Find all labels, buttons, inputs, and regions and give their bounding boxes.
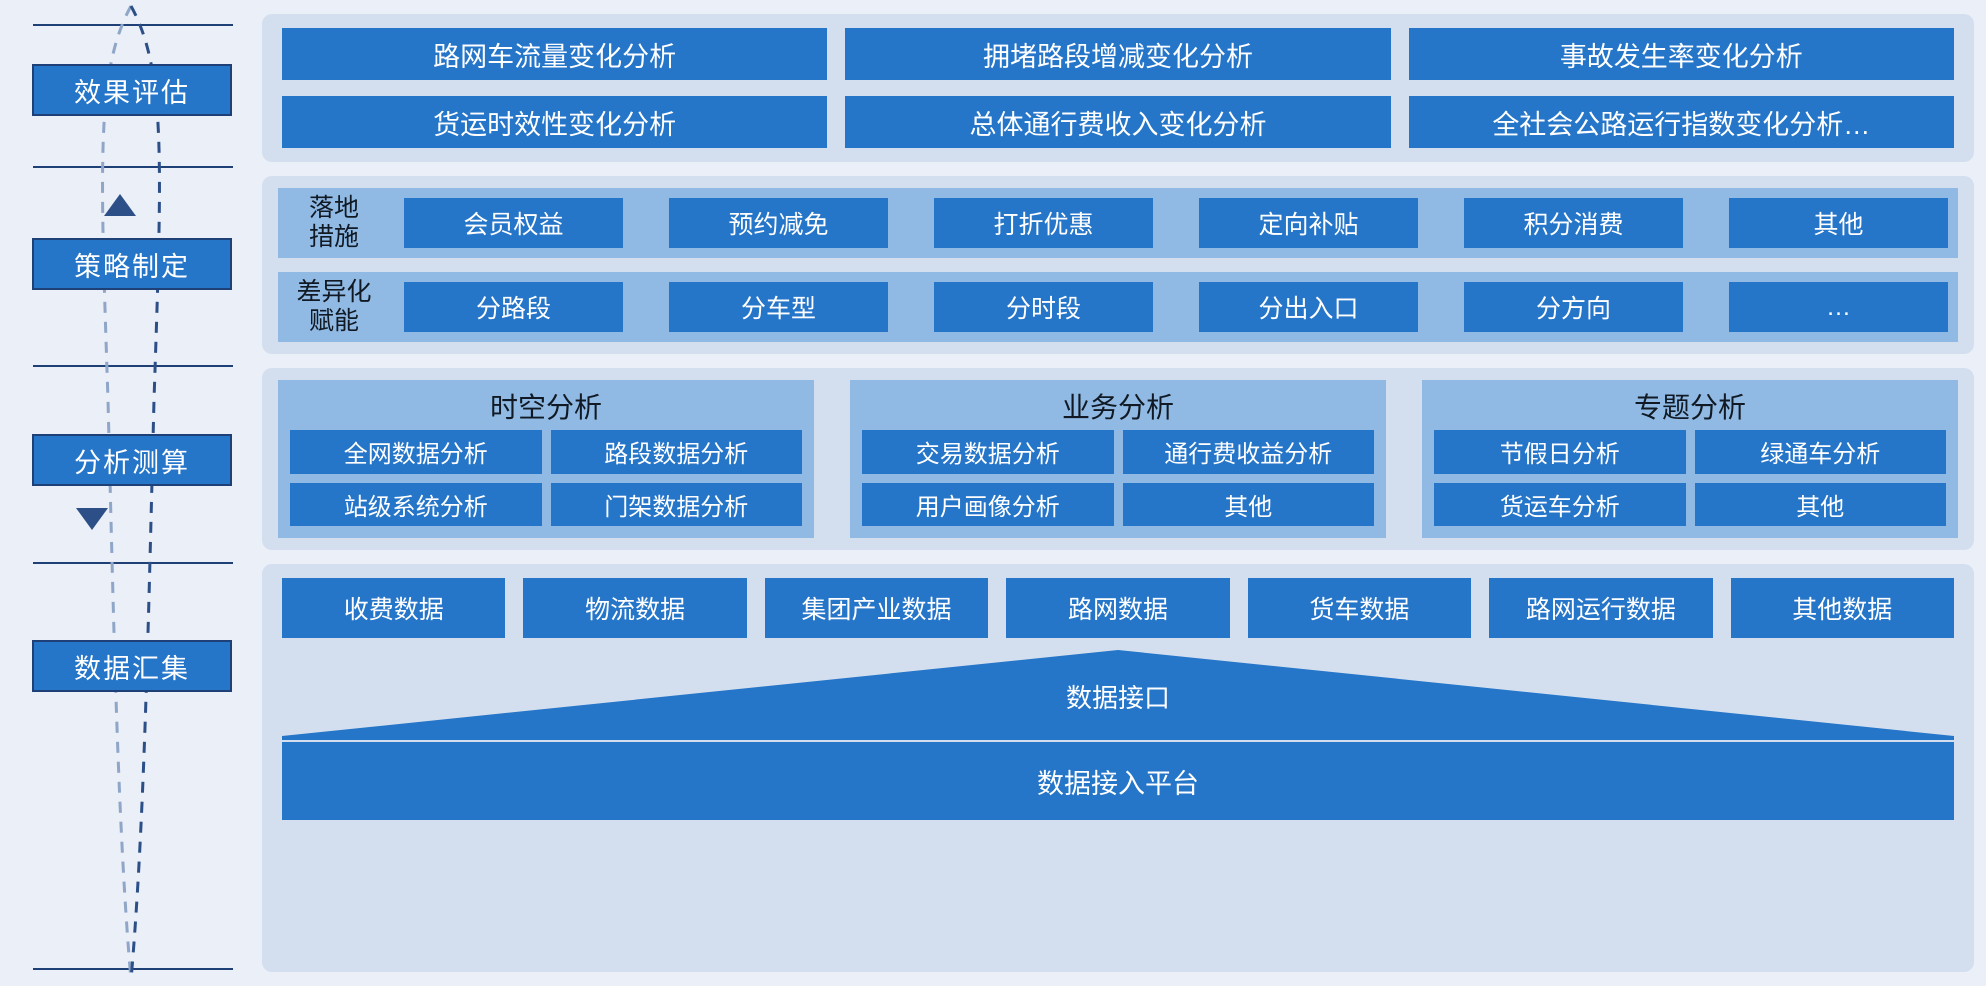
analysis-item[interactable]: 通行费收益分析: [1122, 430, 1374, 474]
data-source-item[interactable]: 其他数据: [1730, 578, 1954, 638]
effect-item[interactable]: 事故发生率变化分析: [1408, 28, 1954, 80]
arrow-up-icon: [104, 194, 136, 216]
analysis-item[interactable]: 其他: [1122, 482, 1374, 526]
rail-separator-top: [33, 24, 233, 26]
data-platform-label: 数据接入平台: [1037, 768, 1199, 799]
panel-strategy-making: 落地 措施 会员权益 预约减免 打折优惠 定向补贴 积分消费 其他 差异化 赋能…: [262, 176, 1974, 354]
stage-rail: 效果评估 策略制定 分析测算 数据汇集: [0, 0, 262, 986]
strategy-item[interactable]: 定向补贴: [1199, 198, 1418, 248]
analysis-card-spatiotemporal: 时空分析 全网数据分析 路段数据分析 站级系统分析 门架数据分析: [278, 380, 814, 538]
strategy-row-label: 落地 措施: [308, 194, 359, 251]
stage-effect-evaluation[interactable]: 效果评估: [32, 64, 232, 116]
strategy-item[interactable]: …: [1729, 282, 1948, 332]
strategy-item[interactable]: 其他: [1729, 198, 1948, 248]
analysis-item[interactable]: 路段数据分析: [550, 430, 802, 474]
data-source-item[interactable]: 收费数据: [282, 578, 506, 638]
stage-analysis-calculation[interactable]: 分析测算: [32, 434, 232, 486]
strategy-item[interactable]: 会员权益: [404, 198, 623, 248]
analysis-item[interactable]: 节假日分析: [1434, 430, 1686, 474]
strategy-item[interactable]: 积分消费: [1464, 198, 1683, 248]
data-platform-bar[interactable]: 数据接入平台: [282, 742, 1954, 820]
rail-separator-2: [33, 365, 233, 367]
analysis-card-business: 业务分析 交易数据分析 通行费收益分析 用户画像分析 其他: [850, 380, 1386, 538]
arrow-down-icon: [76, 508, 108, 530]
analysis-item[interactable]: 货运车分析: [1434, 482, 1686, 526]
data-source-item[interactable]: 路网数据: [1006, 578, 1230, 638]
stage-label: 策略制定: [74, 251, 190, 282]
strategy-item[interactable]: 分时段: [934, 282, 1153, 332]
data-source-item[interactable]: 集团产业数据: [764, 578, 989, 638]
effect-item[interactable]: 全社会公路运行指数变化分析…: [1408, 96, 1954, 148]
analysis-card-title: 时空分析: [489, 392, 602, 423]
strategy-item[interactable]: 分路段: [404, 282, 623, 332]
analysis-item[interactable]: 门架数据分析: [550, 482, 802, 526]
strategy-item[interactable]: 分方向: [1464, 282, 1683, 332]
strategy-item[interactable]: 分出入口: [1199, 282, 1418, 332]
strategy-item[interactable]: 打折优惠: [934, 198, 1153, 248]
data-source-item[interactable]: 物流数据: [523, 578, 747, 638]
panel-effect-evaluation: 路网车流量变化分析 拥堵路段增减变化分析 事故发生率变化分析 货运时效性变化分析…: [262, 14, 1974, 162]
stage-strategy-making[interactable]: 策略制定: [32, 238, 232, 290]
panel-analysis-calculation: 时空分析 全网数据分析 路段数据分析 站级系统分析 门架数据分析 业务分析 交易…: [262, 368, 1974, 550]
architecture-panels: 路网车流量变化分析 拥堵路段增减变化分析 事故发生率变化分析 货运时效性变化分析…: [262, 0, 1986, 986]
analysis-card-title: 业务分析: [1061, 392, 1174, 423]
effect-item[interactable]: 货运时效性变化分析: [282, 96, 828, 148]
strategy-item[interactable]: 预约减免: [669, 198, 888, 248]
stage-label: 数据汇集: [74, 653, 190, 684]
panel-data-aggregation: 收费数据 物流数据 集团产业数据 路网数据 货车数据 路网运行数据 其他数据 数…: [262, 564, 1974, 972]
analysis-card-thematic: 专题分析 节假日分析 绿通车分析 货运车分析 其他: [1422, 380, 1958, 538]
analysis-item[interactable]: 其他: [1694, 482, 1946, 526]
stage-label: 分析测算: [74, 447, 190, 478]
analysis-item[interactable]: 站级系统分析: [290, 482, 542, 526]
rail-separator-3: [33, 562, 233, 564]
analysis-item[interactable]: 用户画像分析: [862, 482, 1114, 526]
data-interface-funnel[interactable]: 数据接口: [282, 650, 1954, 740]
analysis-card-title: 专题分析: [1633, 392, 1746, 423]
cycle-dashed-loop: [101, 5, 161, 981]
analysis-item[interactable]: 绿通车分析: [1694, 430, 1946, 474]
effect-item[interactable]: 总体通行费收入变化分析: [845, 96, 1391, 148]
rail-separator-1: [33, 166, 233, 168]
funnel-shape-icon: [282, 650, 1954, 740]
analysis-item[interactable]: 交易数据分析: [862, 430, 1114, 474]
effect-item[interactable]: 路网车流量变化分析: [282, 28, 828, 80]
strategy-row-differentiation: 差异化 赋能 分路段 分车型 分时段 分出入口 分方向 …: [278, 272, 1958, 342]
effect-item[interactable]: 拥堵路段增减变化分析: [845, 28, 1391, 80]
strategy-row-label: 差异化 赋能: [296, 278, 372, 335]
data-source-item[interactable]: 货车数据: [1247, 578, 1472, 638]
stage-data-aggregation[interactable]: 数据汇集: [32, 640, 232, 692]
strategy-row-measures: 落地 措施 会员权益 预约减免 打折优惠 定向补贴 积分消费 其他: [278, 188, 1958, 258]
analysis-item[interactable]: 全网数据分析: [290, 430, 542, 474]
data-source-item[interactable]: 路网运行数据: [1489, 578, 1713, 638]
stage-label: 效果评估: [74, 77, 190, 108]
strategy-item[interactable]: 分车型: [669, 282, 888, 332]
